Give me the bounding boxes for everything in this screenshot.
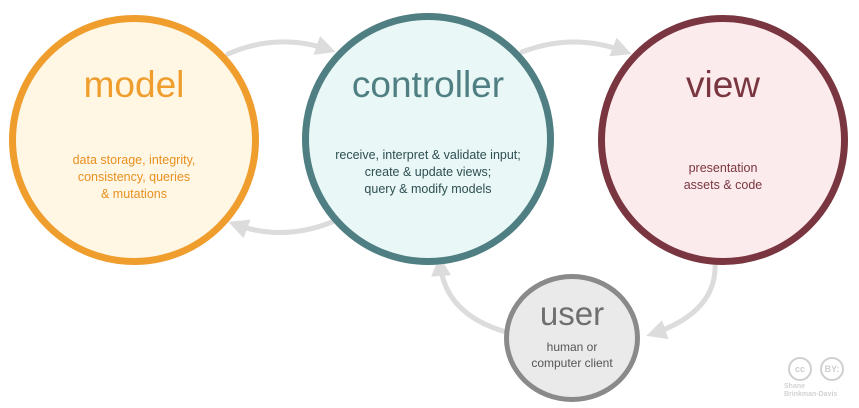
author-credit-line: Brinkman-Davis bbox=[784, 391, 838, 398]
controller-description-line: create & update views; bbox=[364, 165, 492, 179]
arrow-controller-to-view bbox=[519, 37, 632, 57]
user-node: user human or computer client bbox=[504, 274, 640, 402]
model-description-line: data storage, integrity, bbox=[72, 153, 196, 167]
user-title: user bbox=[539, 295, 605, 332]
arrow-model-to-controller bbox=[225, 35, 336, 57]
model-description-line: & mutations bbox=[100, 187, 167, 201]
user-description: human or computer client bbox=[509, 339, 635, 371]
view-title: view bbox=[685, 64, 761, 105]
user-description-line: human or bbox=[546, 340, 598, 354]
by-icon: BY: bbox=[820, 357, 844, 381]
arrow-controller-to-model bbox=[228, 219, 335, 239]
model-node: model data storage, integrity, consisten… bbox=[9, 15, 259, 265]
view-description: presentation assets & code bbox=[605, 160, 841, 194]
view-description-line: presentation bbox=[688, 161, 758, 175]
cc-icon: cc bbox=[788, 357, 812, 381]
view-node: view presentation assets & code bbox=[598, 15, 848, 265]
controller-description-line: receive, interpret & validate input; bbox=[335, 148, 521, 162]
arrow-view-to-user bbox=[646, 259, 718, 340]
author-credit-line: Shane bbox=[784, 383, 806, 390]
view-description-line: assets & code bbox=[683, 178, 763, 192]
model-description: data storage, integrity, consistency, qu… bbox=[16, 152, 252, 203]
license-badge: cc BY: Shane Brinkman-Davis bbox=[784, 357, 854, 403]
controller-node: controller receive, interpret & validate… bbox=[302, 13, 554, 265]
model-title: model bbox=[83, 64, 185, 105]
controller-description: receive, interpret & validate input; cre… bbox=[309, 147, 547, 198]
model-description-line: consistency, queries bbox=[77, 170, 191, 184]
author-credit: Shane Brinkman-Davis bbox=[784, 383, 854, 399]
controller-title: controller bbox=[351, 64, 505, 105]
user-description-line: computer client bbox=[531, 356, 613, 370]
controller-description-line: query & modify models bbox=[364, 182, 492, 196]
arrow-user-to-controller bbox=[431, 256, 509, 335]
